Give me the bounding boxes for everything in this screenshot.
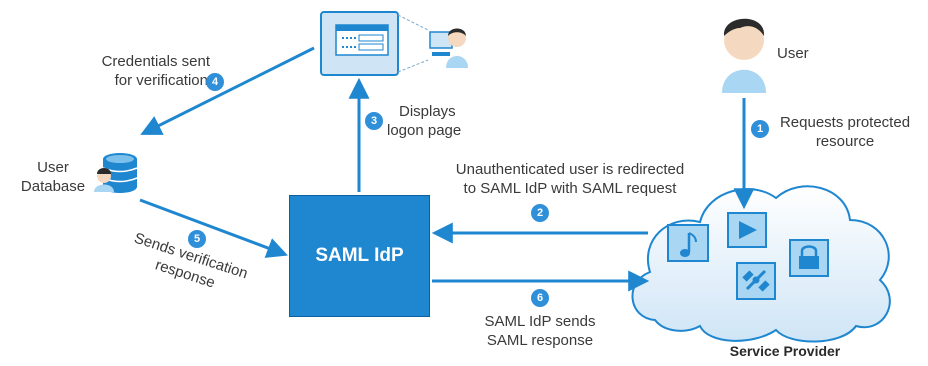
play-icon: [727, 212, 767, 248]
arrow-step-4: [140, 46, 315, 135]
user-database-line1: User: [37, 159, 69, 176]
user-label: User: [777, 45, 809, 62]
step-4-label: Credentials sent for verification: [60, 52, 210, 90]
step-badge-6: 6: [531, 289, 549, 307]
step-3-label: Displays logon page: [387, 102, 461, 140]
step-4-line2: for verification: [114, 72, 208, 89]
step-4-line1: Credentials sent: [101, 53, 210, 70]
logon-page-icon: [320, 11, 468, 76]
step-3-line2: logon page: [387, 122, 462, 139]
step-6-line2: SAML response: [486, 332, 594, 349]
music-note-icon: [667, 224, 709, 262]
step-2-line2: to SAML IdP with SAML request: [463, 180, 677, 197]
step-badge-1: 1: [751, 120, 769, 138]
step-2-line1: Unauthenticated user is redirected: [455, 161, 685, 178]
database-icon: [94, 153, 138, 193]
saml-idp-box: SAML IdP: [289, 195, 430, 317]
service-provider-label: Service Provider: [729, 343, 841, 359]
step-1-label: Requests protected resource: [765, 113, 925, 151]
lock-icon: [789, 239, 829, 277]
user-icon: [722, 18, 766, 93]
satellite-icon: [736, 262, 776, 300]
step-3-line1: Displays: [399, 103, 456, 120]
arrow-step-5: [139, 198, 288, 258]
step-badge-5: 5: [188, 230, 206, 248]
step-6-label: SAML IdP sends SAML response: [465, 312, 615, 350]
user-database-line2: Database: [20, 178, 86, 195]
step-2-label: Unauthenticated user is redirected to SA…: [420, 160, 720, 198]
step-6-line1: SAML IdP sends: [484, 313, 596, 330]
step-badge-2: 2: [531, 204, 549, 222]
step-1-line1: Requests protected: [779, 114, 911, 131]
step-badge-4: 4: [206, 73, 224, 91]
step-badge-3: 3: [365, 112, 383, 130]
step-1-line2: resource: [815, 133, 875, 150]
user-database-label: User Database: [18, 158, 88, 196]
saml-idp-label: SAML IdP: [315, 245, 404, 266]
